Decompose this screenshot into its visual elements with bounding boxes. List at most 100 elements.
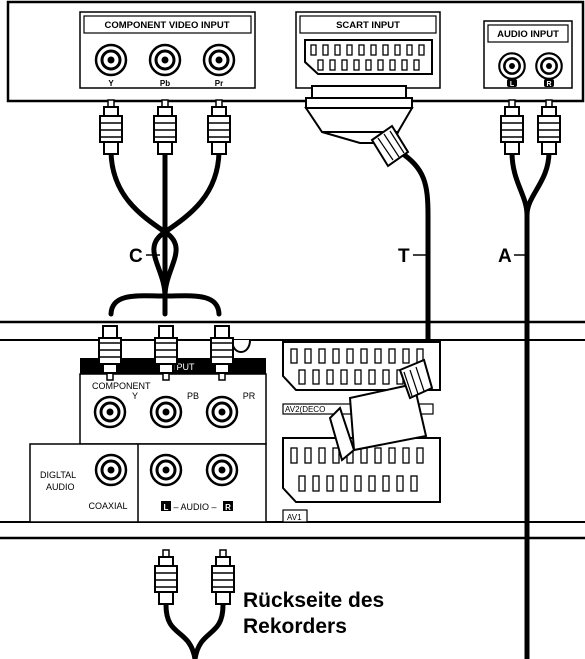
scart-pin: [388, 447, 396, 464]
scart-pin: [354, 475, 362, 492]
digital-audio-label-line2: AUDIO: [46, 482, 75, 492]
scart-pin: [326, 475, 334, 492]
scart-pin: [312, 369, 320, 385]
scart-cable: [397, 149, 431, 358]
output-jack-pr-icon: [205, 395, 239, 429]
scart-pin: [290, 348, 298, 364]
scart-pin: [382, 475, 390, 492]
tv-jack-pb-label: Pb: [160, 79, 170, 88]
scart-pin: [382, 44, 389, 56]
audio-out-right-jack-icon: [205, 453, 239, 487]
scart-pin: [353, 59, 360, 71]
scart-pin: [341, 59, 348, 71]
scart-pin: [298, 475, 306, 492]
audio-out-label: – AUDIO –: [173, 502, 216, 512]
scart-pin: [346, 348, 354, 364]
scart-pin: [402, 348, 410, 364]
tv-jack-y-label: Y: [108, 79, 114, 88]
recorder-audio-cable: [163, 602, 226, 659]
tv-jack-pr-label: Pr: [215, 79, 223, 88]
tv-component-plugs: [99, 99, 231, 155]
scart-pin: [290, 447, 298, 464]
scart-pin: [318, 447, 326, 464]
tv-scart-plug: [304, 85, 414, 168]
tv-audio-input: AUDIO INPUT L R: [483, 20, 573, 89]
av1-label: AV1: [287, 513, 302, 522]
scart-input-header: SCART INPUT: [336, 20, 400, 31]
output-jack-y-label: Y: [132, 391, 138, 401]
scart-pin: [368, 475, 376, 492]
recorder-scart-pins: [290, 348, 424, 492]
scart-pin: [401, 59, 408, 71]
component-video-input-header: COMPONENT VIDEO INPUT: [104, 20, 229, 31]
recorder-output-block: OUTPUT COMPONENT Y PB PR DIGLTAL AUDIO C…: [29, 339, 267, 523]
tv-scart-input: SCART INPUT: [295, 11, 441, 89]
caption-line-1: Rückseite des: [243, 589, 385, 612]
output-header: OUTPUT: [158, 362, 196, 372]
tv-component-video-input: COMPONENT VIDEO INPUT Y Pb Pr: [79, 11, 256, 89]
scart-pin: [365, 59, 372, 71]
output-jack-y-icon: [93, 395, 127, 429]
output-jack-pb-icon: [149, 395, 183, 429]
scart-pin: [317, 59, 324, 71]
tv-jack-pb-icon: [148, 43, 182, 77]
scart-pin: [370, 44, 377, 56]
scart-pin: [312, 475, 320, 492]
tv-audio-plugs: [500, 99, 561, 155]
audio-out-left-jack-icon: [149, 453, 183, 487]
scart-pin: [418, 44, 425, 56]
scart-pin: [304, 447, 312, 464]
tv-scart-pins: [310, 44, 425, 71]
scart-pin: [394, 44, 401, 56]
scart-pin: [389, 59, 396, 71]
scart-pin: [396, 475, 404, 492]
component-cable-label: C: [129, 246, 143, 267]
audio-out-right-badge: [223, 501, 233, 511]
tv-audio-left-jack-icon: [497, 51, 527, 81]
scart-pin: [413, 59, 420, 71]
scart-pin: [322, 44, 329, 56]
scart-pin: [406, 44, 413, 56]
tv-jack-y-icon: [94, 43, 128, 77]
scart-pin: [298, 369, 306, 385]
tv-audio-left-badge: [507, 79, 517, 87]
scart-pin: [382, 369, 390, 385]
output-jack-pr-label: PR: [243, 391, 256, 401]
scart-pin: [326, 369, 334, 385]
component-cable: [108, 149, 222, 317]
svg-text:L: L: [164, 503, 169, 512]
recorder-rear-panel: [0, 320, 585, 540]
caption-line-2: Rekorders: [243, 615, 347, 638]
scart-pin: [332, 348, 340, 364]
coaxial-label: COAXIAL: [88, 501, 127, 511]
scart-pin: [304, 348, 312, 364]
scart-pin: [310, 44, 317, 56]
audio-out-left-badge: [161, 501, 171, 511]
tv-jack-pr-icon: [202, 43, 236, 77]
scart-pin: [346, 44, 353, 56]
svg-text:R: R: [546, 81, 551, 88]
coaxial-jack-icon: [94, 453, 128, 487]
scart-pin: [416, 447, 424, 464]
digital-audio-label-line1: DIGLTAL: [40, 470, 76, 480]
scart-pin: [358, 44, 365, 56]
recorder-rear-caption: Rückseite des Rekorders: [243, 588, 384, 640]
tv-audio-right-badge: [544, 79, 554, 87]
scart-pin: [354, 369, 362, 385]
component-output-label: COMPONENT: [92, 381, 151, 391]
scart-pin: [329, 59, 336, 71]
scart-pin: [402, 447, 410, 464]
scart-pin: [334, 44, 341, 56]
scart-pin: [388, 348, 396, 364]
svg-text:R: R: [225, 503, 231, 512]
av2-label: AV2(DECO: [285, 405, 325, 414]
scart-pin: [340, 369, 348, 385]
scart-pin: [410, 475, 418, 492]
scart-pin: [374, 348, 382, 364]
cable-labels: C T A: [129, 246, 525, 267]
scart-pin: [332, 447, 340, 464]
audio-cable: [509, 149, 552, 659]
scart-pin: [318, 348, 326, 364]
